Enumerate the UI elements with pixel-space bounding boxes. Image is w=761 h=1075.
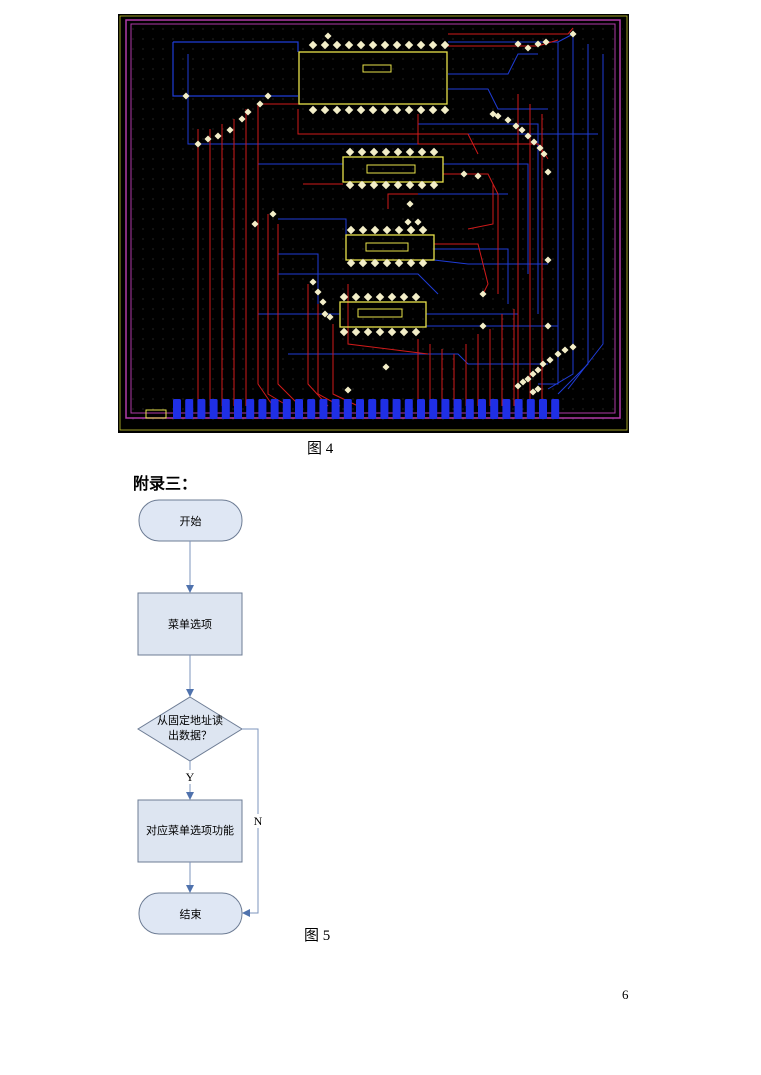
end-label: 结束	[180, 908, 202, 921]
action-process-box: 对应菜单选项功能	[137, 799, 243, 863]
figure-5-caption: 图 5	[304, 928, 331, 944]
pcb-layout-image	[118, 14, 629, 433]
decision-label-line2: 出数据？	[168, 728, 212, 742]
small-component	[145, 409, 167, 419]
chip-u2	[342, 156, 444, 183]
edge-connector	[173, 399, 560, 419]
end-terminal: 结束	[138, 892, 243, 935]
figure-4-caption: 图 4	[307, 441, 334, 457]
start-terminal: 开始	[138, 499, 243, 542]
chip-u1	[298, 51, 448, 105]
no-label: N	[254, 814, 263, 828]
appendix-heading: 附录三：	[133, 474, 198, 493]
decision-label-line1: 从固定地址读	[157, 713, 223, 727]
start-label: 开始	[180, 514, 202, 528]
chip-u3	[345, 234, 435, 261]
yes-label: Y	[186, 770, 195, 784]
page-number: 6	[622, 987, 629, 1002]
action-label: 对应菜单选项功能	[146, 823, 234, 837]
pcb-drawing	[118, 14, 629, 433]
chip-u4	[339, 301, 427, 328]
menu-process-box: 菜单选项	[137, 592, 243, 656]
decision-diamond: 从固定地址读 出数据？	[137, 696, 243, 762]
menu-label: 菜单选项	[168, 618, 212, 631]
